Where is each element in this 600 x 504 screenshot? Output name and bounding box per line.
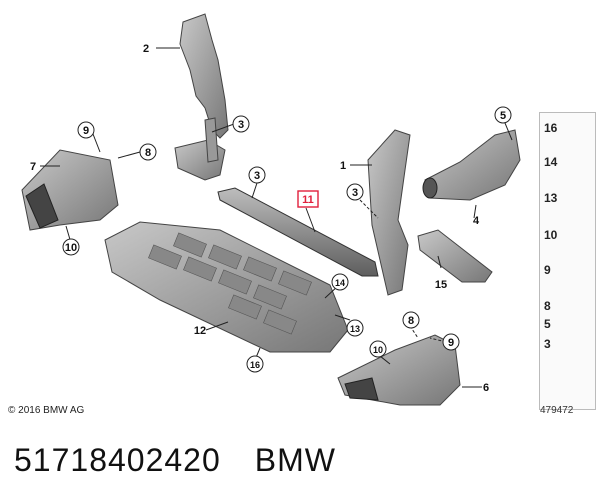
- callout-8: 8: [145, 147, 151, 159]
- illustration-id: 479472: [540, 405, 574, 416]
- callout-3: 3: [352, 187, 358, 199]
- callout-3: 3: [254, 170, 260, 182]
- callout-15: 15: [435, 279, 447, 291]
- sidebar-number: 5: [544, 317, 551, 331]
- part-4-air-channel: [424, 129, 521, 201]
- part-7-duct-opening: [25, 183, 59, 229]
- part-6-opening: [344, 377, 379, 401]
- callout-7: 7: [30, 161, 36, 173]
- part-11-strip: [217, 187, 379, 277]
- callout-5: 5: [500, 110, 506, 122]
- callout-1: 1: [340, 160, 346, 172]
- sidebar-number: 9: [544, 263, 551, 277]
- callout-6: 6: [483, 382, 489, 394]
- part-15-panel: [417, 229, 493, 283]
- callout-3: 3: [238, 119, 244, 131]
- callout-16: 16: [250, 360, 260, 370]
- sidebar-number: 8: [544, 299, 551, 313]
- callout-4: 4: [473, 215, 480, 227]
- callout-9: 9: [448, 337, 454, 349]
- fastener-sidebar: 16 14 13 10 9 8 5 3: [539, 112, 596, 410]
- callout-14: 14: [335, 278, 345, 288]
- sidebar-number: 13: [544, 191, 558, 205]
- leader-lines: [40, 47, 513, 388]
- part-12-ribs: [148, 232, 312, 335]
- callout-8: 8: [408, 315, 414, 327]
- sidebar-number: 3: [544, 337, 551, 351]
- callout-10: 10: [373, 345, 383, 355]
- callouts: 2 3 9 8 7 10 3 11 5 1 3 4 14 12 13 15 16…: [30, 43, 512, 394]
- callout-11-highlighted: 11: [302, 194, 314, 206]
- brand: BMW: [254, 442, 336, 478]
- part-2-bracket: [179, 13, 229, 139]
- part-2-strut: [204, 117, 219, 163]
- sidebar-number: 16: [544, 121, 558, 135]
- sidebar-number: 10: [544, 228, 558, 242]
- copyright-text: © 2016 BMW AG: [8, 405, 85, 416]
- callout-12: 12: [194, 325, 206, 337]
- caption: 51718402420 BMW: [14, 442, 370, 479]
- callout-9: 9: [83, 125, 89, 137]
- callout-13: 13: [350, 324, 360, 334]
- callout-2: 2: [143, 43, 149, 55]
- part-4-opening: [422, 177, 438, 199]
- part-number: 51718402420: [14, 442, 221, 478]
- part-1-bracket: [367, 129, 411, 296]
- sidebar-number: 14: [544, 155, 558, 169]
- callout-10: 10: [65, 242, 77, 254]
